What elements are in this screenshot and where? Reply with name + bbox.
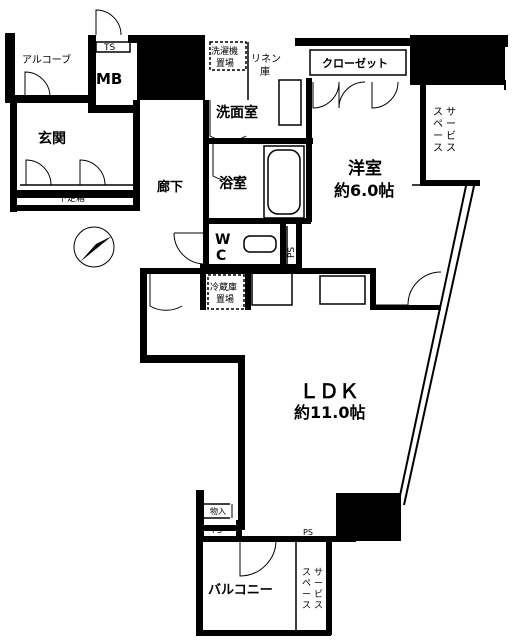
label-linen-2: 庫 — [260, 65, 270, 78]
label-service-space-bottom: サ ー ビ ス ス ペ ー ス — [302, 567, 323, 611]
label-wc-c: C — [216, 248, 226, 264]
label-balcony: バルコニー — [208, 583, 273, 598]
label-fridge-1: 冷蔵庫 — [210, 281, 237, 293]
svg-text:ス: ス — [302, 601, 311, 611]
label-washroom: 洗面室 — [216, 104, 258, 121]
svg-text:ー: ー — [302, 590, 311, 600]
label-washer-2: 置場 — [216, 57, 234, 69]
label-ps-2: PS — [212, 526, 222, 535]
window-wall — [397, 80, 506, 506]
label-bath: 浴室 — [219, 175, 247, 192]
label-service-space-right: サ ー ビ ス ス ペ ー ス — [433, 106, 456, 154]
svg-text:ペ: ペ — [433, 119, 443, 130]
svg-text:ス: ス — [433, 107, 443, 118]
label-mb: MB — [96, 70, 122, 88]
svg-text:サ: サ — [446, 106, 456, 118]
north-arrow-icon — [73, 226, 115, 268]
label-western-size: 約6.0帖 — [334, 181, 394, 200]
label-linen-1: リネン — [251, 53, 281, 65]
svg-text:ペ: ペ — [302, 579, 311, 589]
svg-text:ー: ー — [446, 119, 456, 130]
label-ps-1: PS — [287, 247, 297, 258]
svg-text:サ: サ — [314, 567, 323, 578]
svg-text:ス: ス — [433, 143, 443, 154]
label-washer-1: 洗濯機 — [211, 45, 238, 57]
label-shoe-box: 下足箱 — [58, 192, 85, 204]
label-entrance: 玄関 — [38, 130, 66, 147]
label-ldk-size: 約11.0帖 — [294, 403, 365, 422]
svg-text:ス: ス — [302, 568, 311, 578]
label-alcove: アルコーブ — [22, 53, 71, 66]
room-labels: アルコーブ TS MB 洗濯機 置場 リネン 庫 クローゼット サ ー ビ ス … — [22, 43, 456, 611]
svg-text:ス: ス — [314, 601, 323, 611]
partitions — [20, 41, 430, 630]
label-ts: TS — [103, 43, 115, 53]
svg-text:ー: ー — [314, 579, 323, 589]
label-wc-w: W — [215, 232, 230, 248]
svg-text:ビ: ビ — [446, 130, 456, 142]
label-fridge-2: 置場 — [216, 293, 234, 305]
label-ps-3: PS — [303, 528, 313, 537]
door-swings — [24, 9, 442, 577]
svg-text:ー: ー — [433, 131, 443, 142]
walls — [5, 33, 508, 636]
label-closet: クローゼット — [322, 56, 388, 70]
svg-text:ス: ス — [446, 143, 456, 154]
svg-text:ビ: ビ — [314, 589, 323, 600]
label-western: 洋室 — [348, 158, 382, 179]
label-ldk: ＬＤＫ — [299, 379, 359, 403]
label-storage: 物入 — [210, 506, 226, 516]
label-hallway: 廊下 — [157, 179, 183, 195]
